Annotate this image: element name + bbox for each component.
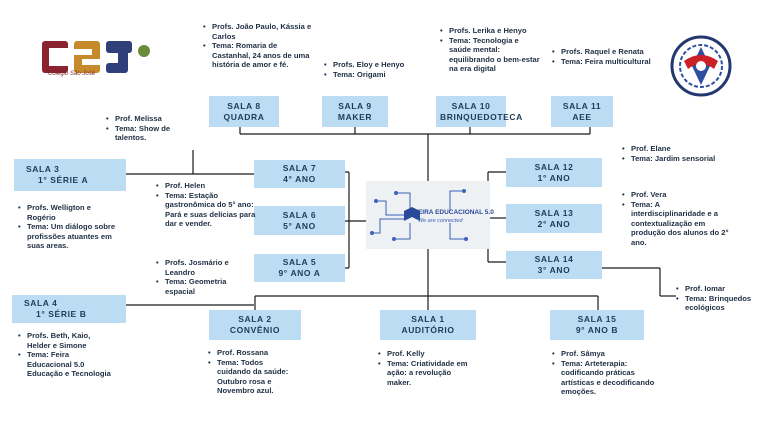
room-title: SALA 12 (534, 161, 574, 172)
room-title: SALA 14 (534, 254, 574, 264)
note-teachers: Profs. Welligton e Rogério (18, 203, 118, 222)
room-subtitle: CONVÊNIO (229, 325, 281, 335)
note-sala-13: Prof. Vera Tema: A interdisciplinaridade… (622, 190, 732, 248)
room-subtitle: 1° SÉRIE B (36, 309, 87, 319)
note-teachers: Profs. João Paulo, Kássia e Carlos (203, 22, 313, 41)
room-title: SALA 2 (238, 314, 272, 324)
room-title: SALA 8 (227, 100, 261, 111)
room-subtitle: 3° ANO (537, 265, 571, 275)
room-sala-11[interactable]: SALA 11 AEE (551, 96, 613, 127)
school-logo-text: Colégio São José (48, 71, 96, 77)
room-title: SALA 3 (26, 164, 60, 174)
room-title: SALA 1 (411, 314, 445, 324)
fair-title: FEIRA EDUCACIONAL 5.0 (414, 209, 494, 216)
note-teachers: Prof. Elane (622, 144, 722, 154)
note-teachers: Prof. Helen (156, 181, 256, 191)
room-sala-2[interactable]: SALA 2 CONVÊNIO (209, 310, 301, 340)
room-title: SALA 7 (282, 163, 317, 173)
note-sala-7: Prof. Helen Tema: Estação gastronômica d… (156, 181, 256, 229)
note-sala-9: Profs. Eloy e Henyo Tema: Origami (324, 60, 424, 79)
note-theme: Tema: Feira multicultural (552, 57, 656, 67)
room-title: SALA 6 (282, 209, 317, 220)
room-title: SALA 13 (534, 207, 574, 218)
note-teachers: Prof. Kelly (378, 349, 474, 359)
note-sala-8: Profs. João Paulo, Kássia e Carlos Tema:… (203, 22, 313, 70)
room-title: SALA 11 (562, 100, 602, 111)
school-logo-icon: Colégio São José (40, 37, 158, 85)
note-theme: Tema: Um diálogo sobre profissões atuant… (18, 222, 118, 251)
note-sala-5: Profs. Josmário e Leandro Tema: Geometri… (156, 258, 250, 296)
note-teachers: Profs. Eloy e Henyo (324, 60, 424, 70)
room-sala-3[interactable]: SALA 3 1° SÉRIE A (14, 159, 126, 191)
note-sala-4: Profs. Beth, Kaio, Helder e Simone Tema:… (18, 331, 114, 379)
note-theme: Tema: Estação gastronômica do 5° ano: Pa… (156, 191, 256, 229)
room-subtitle: 4° ANO (283, 174, 316, 184)
fair-center-logo: FEIRA EDUCACIONAL 5.0 We are connected (366, 181, 494, 249)
room-title: SALA 9 (338, 100, 372, 111)
room-subtitle: 5° ANO (283, 220, 316, 231)
room-title: SALA 5 (282, 257, 317, 267)
note-theme: Tema: Romaria de Castanhal, 24 anos de u… (203, 41, 313, 70)
circuit-icon (370, 189, 468, 241)
note-teachers: Profs. Josmário e Leandro (156, 258, 250, 277)
room-subtitle: 9° ANO B (575, 325, 619, 335)
room-sala-12[interactable]: SALA 12 1° ANO (506, 158, 602, 187)
note-theme: Tema: Jardim sensorial (622, 154, 722, 164)
note-sala-3: Profs. Welligton e Rogério Tema: Um diál… (18, 203, 118, 251)
room-subtitle: 9° ANO A (278, 268, 321, 278)
note-sala-11: Profs. Raquel e Renata Tema: Feira multi… (552, 47, 656, 66)
emblem-logo-icon (670, 35, 732, 97)
room-subtitle: MAKER (337, 111, 373, 122)
room-title: SALA 10 (451, 100, 491, 111)
note-theme: Tema: Arteterapia: codificando práticas … (552, 359, 656, 397)
note-sala-10: Profs. Lerika e Henyo Tema: Tecnologia e… (440, 26, 540, 74)
room-subtitle: 2° ANO (537, 218, 571, 229)
note-teachers: Prof. Sâmya (552, 349, 656, 359)
note-melissa: Prof. Melissa Tema: Show de talentos. (106, 114, 188, 143)
note-sala-1: Prof. Kelly Tema: Criatividade em ação: … (378, 349, 474, 387)
room-sala-13[interactable]: SALA 13 2° ANO (506, 204, 602, 233)
room-sala-7[interactable]: SALA 7 4° ANO (254, 160, 345, 188)
room-sala-14[interactable]: SALA 14 3° ANO (506, 251, 602, 279)
note-teachers: Profs. Raquel e Renata (552, 47, 656, 57)
room-subtitle: QUADRA (223, 111, 265, 122)
note-theme: Tema: Origami (324, 70, 424, 80)
room-sala-8[interactable]: SALA 8 QUADRA (209, 96, 279, 127)
note-theme: Tema: A interdisciplinaridade e a contex… (622, 200, 732, 248)
room-subtitle: AEE (572, 111, 592, 122)
note-theme: Tema: Show de talentos. (106, 124, 188, 143)
room-title: SALA 4 (24, 298, 58, 308)
fair-slogan: We are connected (418, 218, 463, 224)
note-theme: Tema: Brinquedos ecológicos (676, 294, 762, 313)
note-teachers: Profs. Lerika e Henyo (440, 26, 540, 36)
note-teachers: Prof. Melissa (106, 114, 188, 124)
note-teachers: Prof. Iomar (676, 284, 762, 294)
note-theme: Tema: Geometria espacial (156, 277, 250, 296)
room-sala-1[interactable]: SALA 1 AUDITÓRIO (380, 310, 476, 340)
room-sala-10[interactable]: SALA 10 BRINQUEDOTECA (436, 96, 523, 127)
room-subtitle: 1° ANO (537, 172, 571, 183)
note-sala-12: Prof. Elane Tema: Jardim sensorial (622, 144, 722, 163)
room-sala-9[interactable]: SALA 9 MAKER (322, 96, 388, 127)
room-sala-5[interactable]: SALA 5 9° ANO A (254, 254, 345, 282)
room-sala-6[interactable]: SALA 6 5° ANO (254, 206, 345, 235)
room-subtitle: 1° SÉRIE A (38, 175, 89, 185)
note-sala-15: Prof. Sâmya Tema: Arteterapia: codifican… (552, 349, 656, 397)
note-theme: Tema: Feira Educacional 5.0 Educação e T… (18, 350, 114, 379)
room-subtitle: AUDITÓRIO (401, 325, 455, 335)
room-sala-15[interactable]: SALA 15 9° ANO B (550, 310, 644, 340)
room-title: SALA 15 (577, 314, 617, 324)
room-subtitle: BRINQUEDOTECA (440, 111, 523, 122)
note-sala-14: Prof. Iomar Tema: Brinquedos ecológicos (676, 284, 762, 313)
note-sala-2: Prof. Rossana Tema: Todos cuidando da sa… (208, 348, 298, 396)
note-teachers: Prof. Vera (622, 190, 732, 200)
note-theme: Tema: Todos cuidando da saúde: Outubro r… (208, 358, 298, 396)
note-teachers: Prof. Rossana (208, 348, 298, 358)
note-teachers: Profs. Beth, Kaio, Helder e Simone (18, 331, 114, 350)
note-theme: Tema: Criatividade em ação: a revolução … (378, 359, 474, 388)
room-sala-4[interactable]: SALA 4 1° SÉRIE B (12, 295, 126, 323)
note-theme: Tema: Tecnologia e saúde mental: equilib… (440, 36, 540, 74)
